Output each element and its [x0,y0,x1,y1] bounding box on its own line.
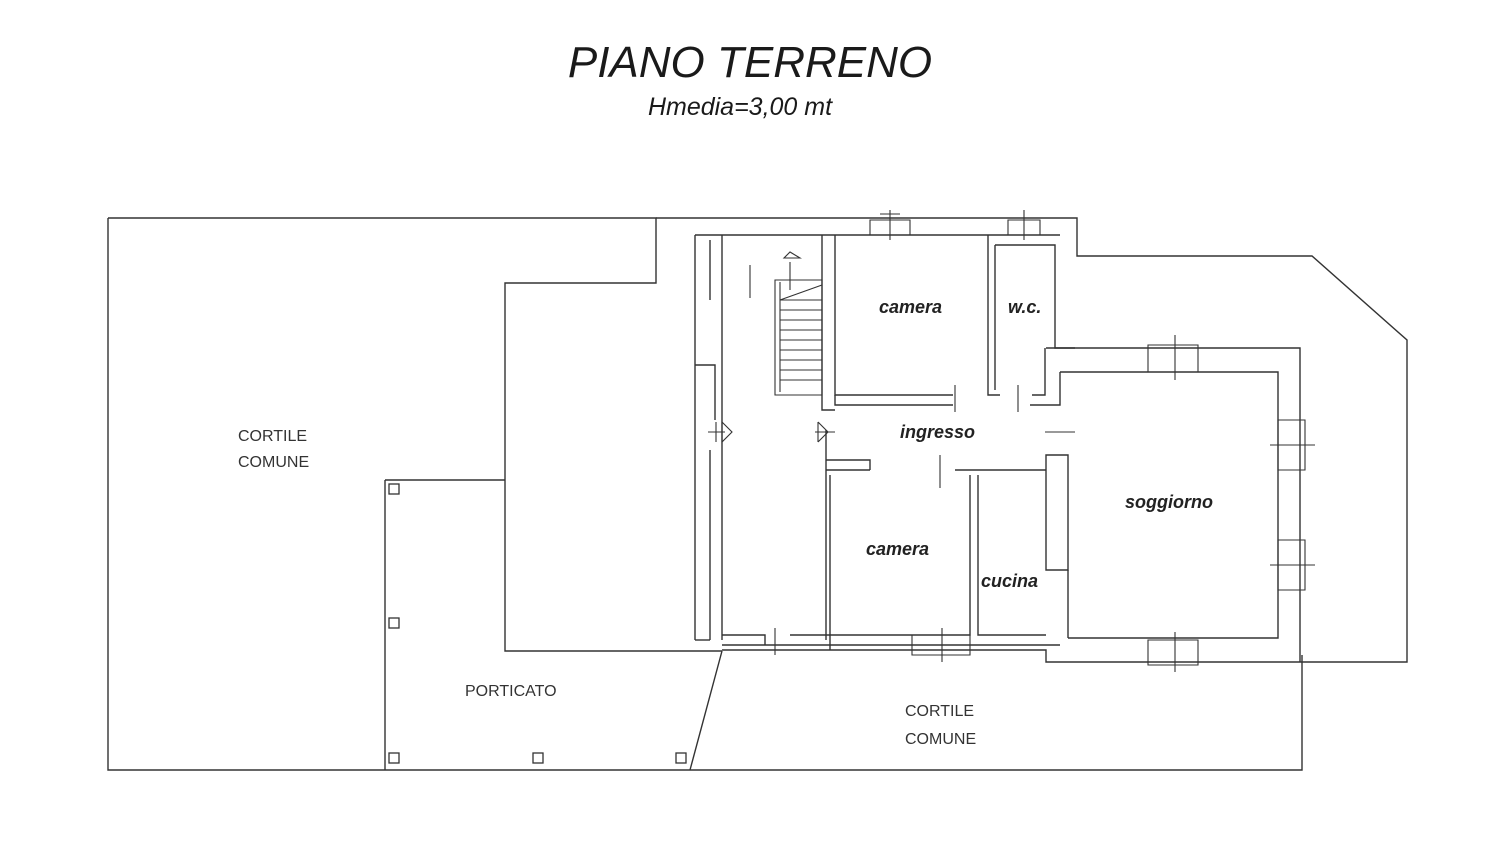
plan-title: PIANO TERRENO [567,38,933,87]
area-label-cortile-bottom-1: CORTILE [905,703,974,720]
windows [869,210,1315,672]
post [675,752,687,764]
room-label-wc: w.c. [1008,297,1041,317]
area-label-porticato: PORTICATO [465,683,557,700]
post [532,752,544,764]
site-boundary [107,217,1408,771]
room-label-camera-top: camera [879,297,942,317]
plan-subtitle: Hmedia=3,00 mt [647,93,833,121]
room-label-cucina: cucina [981,571,1038,591]
area-label-cortile-left-1: CORTILE [238,428,307,445]
building-walls [694,210,1315,672]
area-label-cortile-left-2: COMUNE [238,454,309,471]
room-label-camera-bottom: camera [866,539,929,559]
post [388,617,400,629]
post [388,483,400,495]
room-label-soggiorno: soggiorno [1125,492,1213,512]
area-label-cortile-bottom-2: COMUNE [905,731,976,748]
post [388,752,400,764]
stair-steps [749,251,823,381]
room-label-ingresso: ingresso [900,422,975,442]
porch-posts [388,483,687,764]
